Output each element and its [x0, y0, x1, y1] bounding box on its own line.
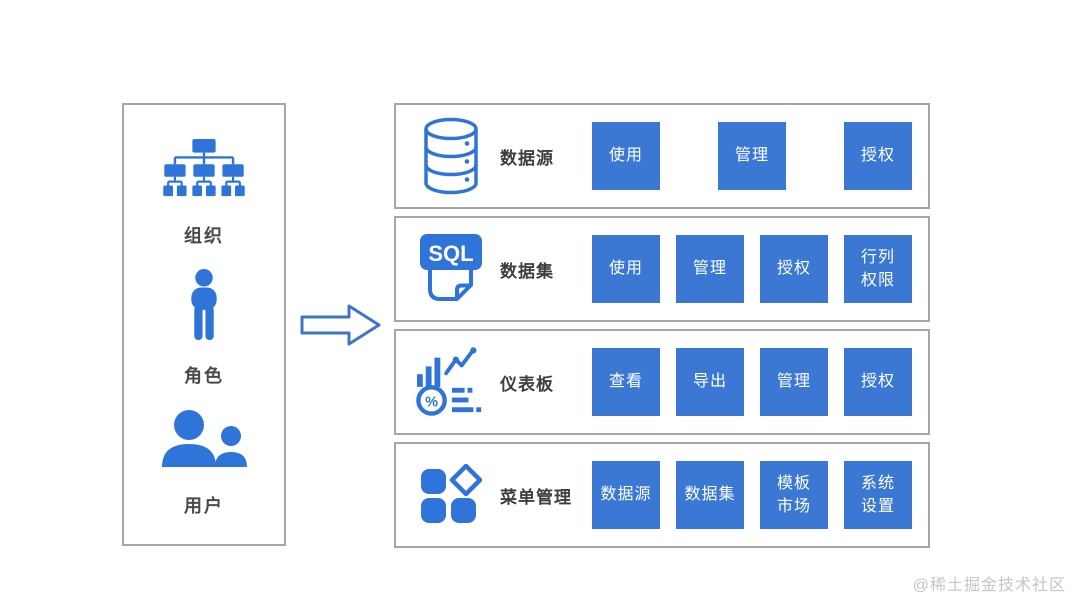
menu-grid-icon [412, 454, 490, 536]
percent-glyph: % [425, 394, 438, 410]
row-menu-management: 菜单管理 数据源 数据集 模板 市场 系统 设置 [394, 442, 930, 548]
row-dataset: SQL 数据集 使用 管理 授权 行列 权限 [394, 216, 930, 322]
chip-use: 使用 [592, 235, 660, 303]
chips-menu-management: 数据源 数据集 模板 市场 系统 设置 [592, 461, 912, 529]
watermark: @稀土掘金技术社区 [912, 577, 1066, 594]
chip-use: 使用 [592, 122, 660, 190]
dashboard-icon: % [412, 341, 490, 423]
person-icon [176, 269, 232, 341]
permission-rows: 数据源 使用 管理 授权 SQL 数据集 使用 管理 授权 [394, 103, 930, 548]
sql-file-icon: SQL [412, 228, 490, 310]
row-label-dashboard: 仪表板 [500, 374, 554, 394]
left-panel-label-role: 角色 [184, 366, 224, 386]
chips-dataset: 使用 管理 授权 行列 权限 [592, 235, 912, 303]
row-label-dataset: 数据集 [500, 261, 554, 281]
chips-dashboard: 查看 导出 管理 授权 [592, 348, 912, 416]
chip-dataset: 数据集 [676, 461, 744, 529]
chip-manage: 管理 [718, 122, 786, 190]
row-label-menu-management: 菜单管理 [500, 487, 572, 507]
row-dashboard: % 仪表板 查看 导出 管理 授权 [394, 329, 930, 435]
chip-datasource: 数据源 [592, 461, 660, 529]
org-chart-icon [163, 139, 245, 201]
chip-view: 查看 [592, 348, 660, 416]
left-panel-item-role: 角色 [176, 269, 232, 388]
chip-manage: 管理 [760, 348, 828, 416]
chip-template-market: 模板 市场 [760, 461, 828, 529]
left-panel-label-organization: 组织 [184, 226, 224, 246]
chip-manage: 管理 [676, 235, 744, 303]
row-label-datasource: 数据源 [500, 148, 554, 168]
left-panel-label-user: 用户 [184, 496, 224, 516]
chip-export: 导出 [676, 348, 744, 416]
chip-system-settings: 系统 设置 [844, 461, 912, 529]
chips-datasource: 使用 管理 授权 [592, 122, 912, 190]
left-panel-item-organization: 组织 [163, 139, 245, 248]
users-icon [160, 409, 248, 471]
right-arrow-icon [299, 301, 383, 349]
sql-badge-text: SQL [428, 241, 473, 266]
left-panel-item-user: 用户 [160, 409, 248, 518]
chip-authorize: 授权 [760, 235, 828, 303]
row-datasource: 数据源 使用 管理 授权 [394, 103, 930, 209]
chip-authorize: 授权 [844, 122, 912, 190]
chip-authorize: 授权 [844, 348, 912, 416]
chip-row-column-permission: 行列 权限 [844, 235, 912, 303]
database-icon [412, 115, 490, 197]
left-panel: 组织 角色 用户 [122, 103, 286, 546]
